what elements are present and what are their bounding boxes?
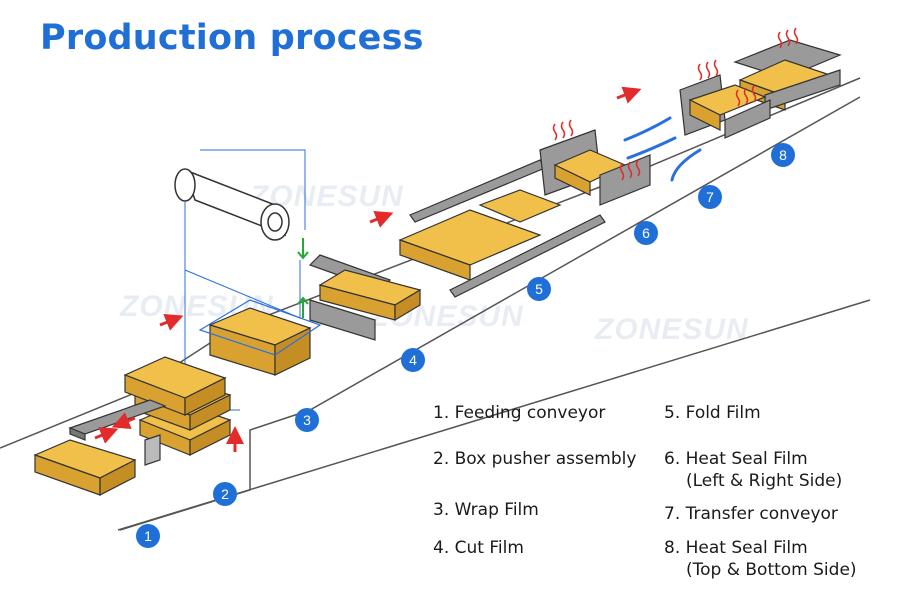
legend-num: 4 — [433, 538, 444, 558]
legend-item: 8. Heat Seal Film(Top & Bottom Side) — [664, 538, 857, 580]
legend-item: 6. Heat Seal Film(Left & Right Side) — [664, 449, 843, 491]
step-badge-number: 3 — [303, 412, 311, 428]
legend-num: 3 — [433, 500, 444, 520]
heat-icon — [552, 27, 799, 181]
legend-num: 6 — [664, 449, 675, 469]
legend-item: 4. Cut Film — [433, 538, 524, 558]
legend-item: 7. Transfer conveyor — [664, 504, 838, 524]
step-badge-1: 1 — [136, 524, 160, 548]
legend-label: Box pusher assembly — [454, 449, 637, 469]
legend-sub: (Top & Bottom Side) — [686, 560, 857, 580]
legend-label: Cut Film — [454, 538, 524, 558]
step-badge-number: 4 — [409, 352, 417, 368]
legend-sub: (Left & Right Side) — [686, 471, 843, 491]
legend-num: 5 — [664, 403, 675, 423]
heat-seal-top — [679, 39, 842, 139]
arrow-icon — [94, 86, 642, 452]
legend-label: Wrap Film — [454, 500, 539, 520]
step-badge-number: 7 — [706, 189, 714, 205]
step-badge-number: 5 — [535, 281, 543, 297]
step-badge-number: 8 — [779, 147, 787, 163]
step-badge-number: 2 — [221, 486, 229, 502]
film-roll — [174, 168, 290, 241]
step-badge-number: 1 — [144, 528, 152, 544]
box-wrap — [198, 299, 322, 376]
legend-label: Heat Seal Film — [685, 449, 808, 469]
watermark: ZONESUN — [595, 313, 749, 346]
step-badge-6: 6 — [634, 221, 658, 245]
box-fold — [398, 159, 606, 298]
legend-num: 8 — [664, 538, 675, 558]
transfer-lines — [623, 116, 702, 182]
green-arrow-icon — [297, 238, 309, 318]
step-badge-number: 6 — [642, 225, 650, 241]
legend-label: Feeding conveyor — [454, 403, 606, 423]
legend-label: Transfer conveyor — [685, 504, 838, 524]
heat-seal-side — [539, 129, 651, 206]
step-badge-8: 8 — [771, 143, 795, 167]
legend-label: Fold Film — [685, 403, 761, 423]
step-badge-2: 2 — [213, 482, 237, 506]
step-badge-4: 4 — [401, 348, 425, 372]
legend-item: 5. Fold Film — [664, 403, 761, 423]
legend-item: 3. Wrap Film — [433, 500, 539, 520]
legend-num: 2 — [433, 449, 444, 469]
box-stack — [33, 356, 232, 496]
legend-num: 1 — [433, 403, 444, 423]
legend-num: 7 — [664, 504, 675, 524]
legend-item: 2. Box pusher assembly — [433, 449, 637, 469]
step-badge-5: 5 — [527, 277, 551, 301]
page-title: Production process — [40, 18, 424, 58]
step-badge-3: 3 — [295, 408, 319, 432]
box-cut — [308, 254, 422, 341]
legend-item: 1. Feeding conveyor — [433, 403, 606, 423]
legend-label: Heat Seal Film — [685, 538, 808, 558]
step-badge-7: 7 — [698, 185, 722, 209]
